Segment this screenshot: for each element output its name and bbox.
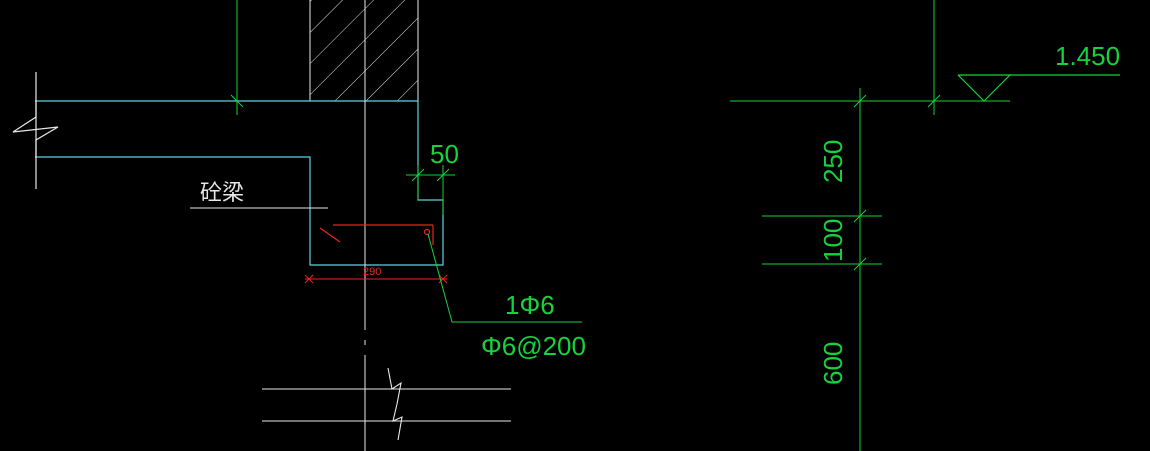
rebar-leader	[427, 233, 582, 323]
dim-290-group	[304, 274, 448, 284]
wall-hatched-section	[309, 0, 419, 101]
dim-50-label: 50	[430, 139, 459, 169]
left-section-detail: 砼梁 50 290	[12, 0, 586, 451]
elevation-marker	[957, 74, 1120, 102]
dim-600-label: 600	[818, 342, 848, 385]
dim-50-group	[406, 165, 455, 215]
dim-250-label: 250	[818, 140, 848, 183]
lower-break-symbol	[262, 367, 511, 441]
slab-outline	[35, 100, 444, 266]
rebar-top-label: 1Φ6	[505, 290, 555, 320]
dim-100-label: 100	[818, 219, 848, 262]
rebar-red	[319, 224, 434, 245]
dim-290-label: 290	[363, 266, 381, 278]
beam-label: 砼梁	[200, 181, 244, 206]
elevation-label: 1.450	[1055, 41, 1120, 71]
vertical-dimension-chain	[762, 88, 882, 451]
beam-label-group: 砼梁	[190, 181, 328, 209]
ground-line	[730, 0, 1010, 115]
right-elevation-detail: 1.450 250 100 600	[730, 0, 1120, 451]
top-dimension-line	[230, 0, 244, 115]
rebar-stirrup-label: Φ6@200	[481, 331, 586, 361]
slab-break-symbol	[12, 72, 59, 189]
